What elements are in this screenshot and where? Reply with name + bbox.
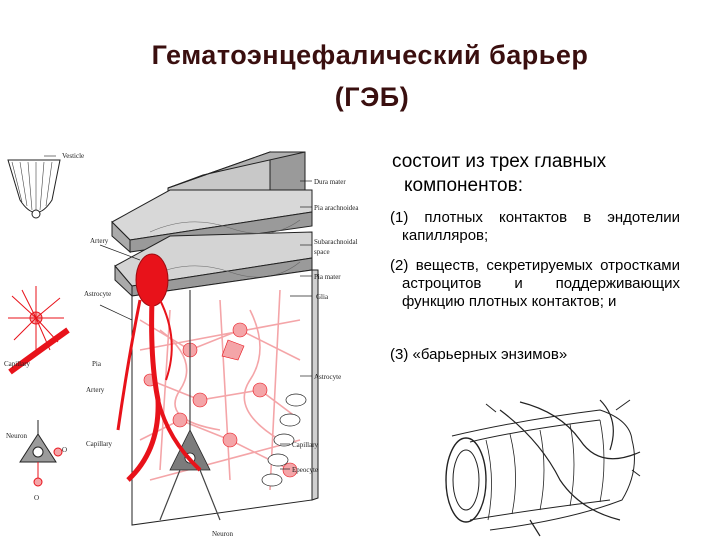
label-glia: Glia: [316, 293, 329, 301]
neuron-left-sketch: [19, 420, 63, 487]
label-o-bottom: O: [34, 494, 39, 502]
slide-title-line2: (ГЭБ): [334, 82, 410, 112]
label-vesticle: Vesticle: [62, 152, 84, 160]
label-ependymocyte: Epeocyte: [292, 466, 318, 474]
astrocyte-left-sketch: [8, 286, 64, 351]
label-leader-lines: [99, 180, 312, 470]
brain-tissue-block: [131, 269, 319, 526]
label-pia-arachnoid: Pia arachnoidea: [314, 204, 359, 212]
label-neuron-left: Neuron: [6, 432, 27, 440]
label-pia-left: Pia: [92, 360, 102, 368]
artery-red: [116, 253, 202, 482]
list-item-1: (1) плотных контактов в эндотелии капилл…: [390, 209, 680, 244]
label-subarachnoid: Subarachnoidal: [314, 238, 358, 246]
label-capillary-left: Capillary: [4, 360, 31, 368]
label-artery-top: Artery: [90, 237, 109, 245]
capillary-sketch: [445, 399, 641, 537]
label-astrocyte-left: Astrocyte: [84, 290, 111, 298]
list-item-3: (3) «барьерных энзимов»: [390, 346, 568, 363]
label-capillary-right: Capillary: [292, 441, 319, 449]
capillary-left-sketch: [8, 327, 70, 375]
label-space: space: [314, 248, 330, 256]
vesticle-sketch: [7, 155, 61, 219]
label-astrocyte-right: Astrocyte: [314, 373, 341, 381]
label-o-top: O: [62, 446, 67, 454]
label-artery-left: Artery: [86, 386, 105, 394]
label-dura-mater: Dura mater: [314, 178, 346, 186]
label-neuron-bottom: Neuron: [212, 530, 233, 538]
label-capillary-bottom: Capillary: [86, 440, 113, 448]
slide-title-line1: Гематоэнцефалический барьер: [151, 40, 589, 70]
intro-text: состоит из трех главных компонентов:: [392, 151, 607, 196]
label-pia-mater: Pia mater: [314, 273, 341, 281]
list-item-2: (2) веществ, секретируемых отростками ас…: [390, 257, 680, 310]
